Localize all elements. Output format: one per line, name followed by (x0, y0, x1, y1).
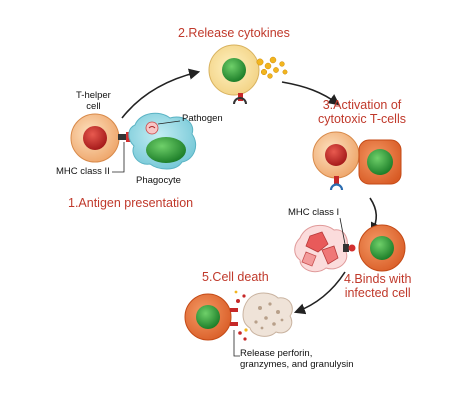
mhc-class-i-leader-line (339, 217, 346, 245)
t-helper-label: T-helper cell (76, 90, 111, 113)
cytokine-particles (256, 56, 288, 79)
t-helper-receptor-step3 (329, 176, 344, 191)
step-4-label-line2: infected cell (344, 286, 411, 301)
t-helper-cell-step2 (208, 44, 260, 96)
dying-infected-cell (242, 292, 293, 337)
t-helper-label-line1: T-helper (76, 90, 111, 101)
mhc-class-ii-label: MHC class II (56, 166, 110, 177)
infected-cell (294, 224, 348, 273)
t-helper-cell-step1 (70, 113, 120, 163)
release-leader-line (233, 330, 240, 357)
step-5-label: 5.Cell death (202, 270, 269, 284)
t-helper-cell-step3 (312, 131, 360, 179)
pathogen-label: Pathogen (182, 113, 223, 124)
arrow-step2-to-step3 (281, 81, 340, 106)
step-3-label: 3.Activation of cytotoxic T-cells (318, 98, 406, 127)
t-helper-receptor-step2 (233, 93, 247, 105)
phagocyte-label: Phagocyte (136, 175, 181, 186)
release-label-line1: Release perforin, (240, 348, 313, 359)
step-3-label-line1: 3.Activation of (322, 98, 402, 112)
arrow-step4-to-step5 (293, 271, 346, 315)
release-label: Release perforin, granzymes, and granuly… (240, 348, 354, 371)
cytotoxic-t-cell-step5 (184, 293, 232, 341)
pathogen-leader-line (157, 120, 181, 125)
step-2-label: 2.Release cytokines (178, 26, 290, 40)
t-helper-label-line2: cell (86, 100, 101, 112)
perforin-granzyme-release (230, 290, 248, 341)
step-3-label-line2: cytotoxic T-cells (318, 112, 406, 127)
step-4-label-line1: 4.Binds with (344, 272, 412, 286)
step-4-label: 4.Binds with infected cell (344, 272, 411, 301)
mhc-class-i-complex (343, 244, 356, 252)
phagocyte-cell (128, 112, 197, 170)
mhc-class-ii-leader-line (112, 142, 125, 173)
arrow-step1-to-step2 (121, 68, 201, 119)
step-1-label: 1.Antigen presentation (68, 196, 194, 210)
cytotoxic-t-cell-step3 (358, 139, 402, 185)
pathogen-icon (145, 121, 159, 135)
cytotoxic-t-cell-step4 (358, 224, 406, 272)
release-label-line2: granzymes, and granulysin (240, 358, 354, 370)
mhc-class-i-label: MHC class I (288, 207, 340, 218)
